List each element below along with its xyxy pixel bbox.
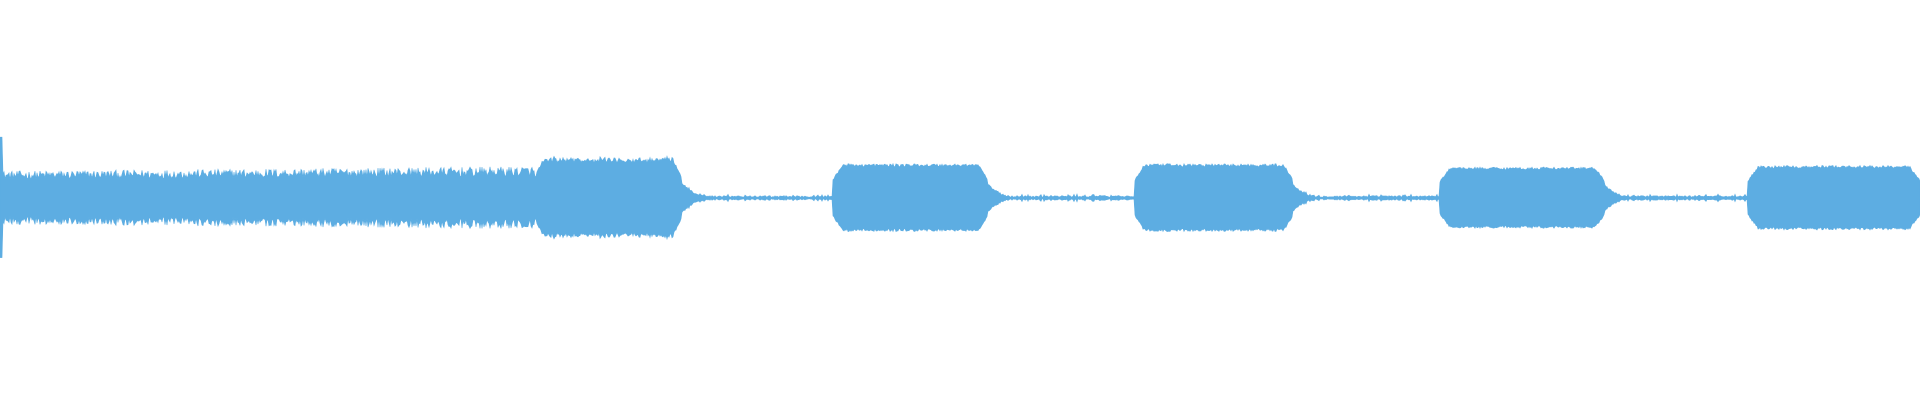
waveform-path-group [0,136,1920,258]
waveform-path [0,136,1920,258]
